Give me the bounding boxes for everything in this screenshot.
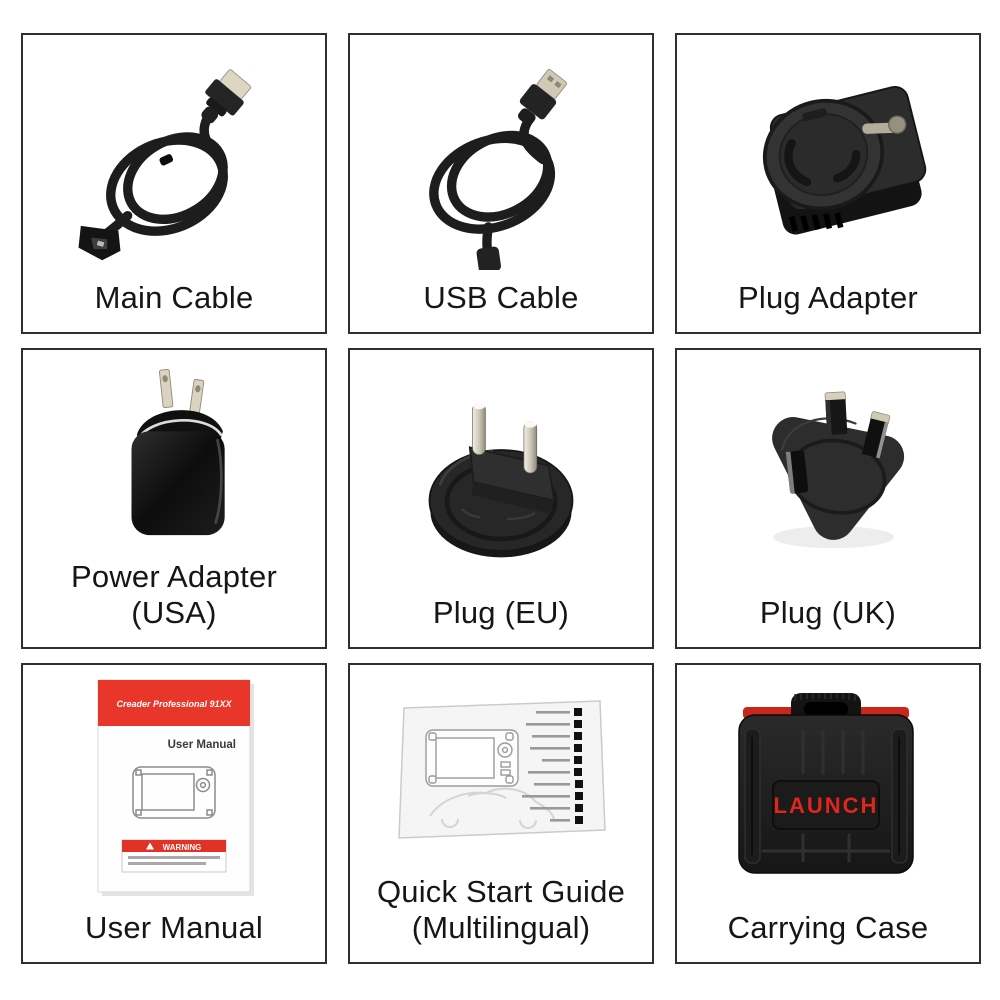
manual-warning-text: WARNING <box>163 843 202 852</box>
quick-start-guide-image <box>350 665 652 874</box>
manual-device-drawing <box>132 766 216 819</box>
usb-cable-image <box>350 35 652 280</box>
cell-carrying-case: LAUNCH Carrying Case <box>675 663 981 964</box>
cell-plug-eu: Plug (EU) <box>348 348 654 649</box>
cell-main-cable: Main Cable <box>21 33 327 334</box>
cell-label: Power Adapter (USA) <box>71 559 277 631</box>
cell-user-manual: Creader Professional 91XX User Manual <box>21 663 327 964</box>
main-cable-image <box>23 35 325 280</box>
adapter-body <box>131 431 225 536</box>
manual-red-band <box>98 680 250 727</box>
manual-title-text: User Manual <box>168 739 236 751</box>
manual-brand-text: Creader Professional 91XX <box>116 699 232 709</box>
cell-label: Plug (EU) <box>432 595 570 631</box>
user-manual-photo: Creader Professional 91XX User Manual <box>97 679 254 897</box>
plug-eu-photo <box>428 402 574 557</box>
case-brand-text: LAUNCH <box>773 793 878 818</box>
plug-eu-image <box>350 350 652 595</box>
plug-plate <box>772 416 905 540</box>
cell-label: User Manual <box>85 910 263 946</box>
plug-adapter-image <box>677 35 979 280</box>
cell-label: Quick Start Guide (Multilingual) <box>376 874 626 946</box>
cell-label: Plug Adapter <box>738 280 918 316</box>
uk-pins <box>785 391 891 494</box>
case-side-panels <box>743 728 908 864</box>
obd-connector <box>77 225 120 261</box>
plug-adapter-photo <box>762 86 926 235</box>
quick-start-guide-photo <box>397 700 606 839</box>
cell-label: Main Cable <box>94 280 254 316</box>
carrying-case-image: LAUNCH <box>677 665 979 910</box>
plug-uk-photo <box>772 391 905 548</box>
manual-warning-box: WARNING <box>121 839 227 873</box>
db15-connector <box>200 69 251 124</box>
package-contents-grid: Main Cable <box>21 33 981 964</box>
case-brand-panel <box>771 780 880 831</box>
cell-label: Carrying Case <box>727 910 929 946</box>
user-manual-image: Creader Professional 91XX User Manual <box>23 665 325 910</box>
main-cable-photo <box>77 69 251 261</box>
cell-label: Plug (UK) <box>759 595 897 631</box>
power-adapter-image <box>23 350 325 559</box>
metal-latch <box>861 115 906 134</box>
adapter-grille <box>788 212 843 232</box>
cell-label: USB Cable <box>423 280 579 316</box>
micro-usb-connector <box>476 246 501 271</box>
case-ribs <box>761 729 890 863</box>
cell-quick-start-guide: Quick Start Guide (Multilingual) <box>348 663 654 964</box>
guide-language-list <box>521 708 583 825</box>
us-prongs <box>158 369 204 419</box>
cell-power-adapter-usa: Power Adapter (USA) <box>21 348 327 649</box>
usb-cable-photo <box>428 68 567 271</box>
cell-usb-cable: USB Cable <box>348 33 654 334</box>
usb-a-connector <box>517 68 567 126</box>
guide-device-drawing <box>424 729 519 787</box>
carrying-case-photo: LAUNCH <box>737 693 914 874</box>
plug-uk-image <box>677 350 979 595</box>
eu-pins <box>468 402 556 513</box>
cell-plug-adapter: Plug Adapter <box>675 33 981 334</box>
power-adapter-photo <box>131 369 225 536</box>
cell-plug-uk: Plug (UK) <box>675 348 981 649</box>
